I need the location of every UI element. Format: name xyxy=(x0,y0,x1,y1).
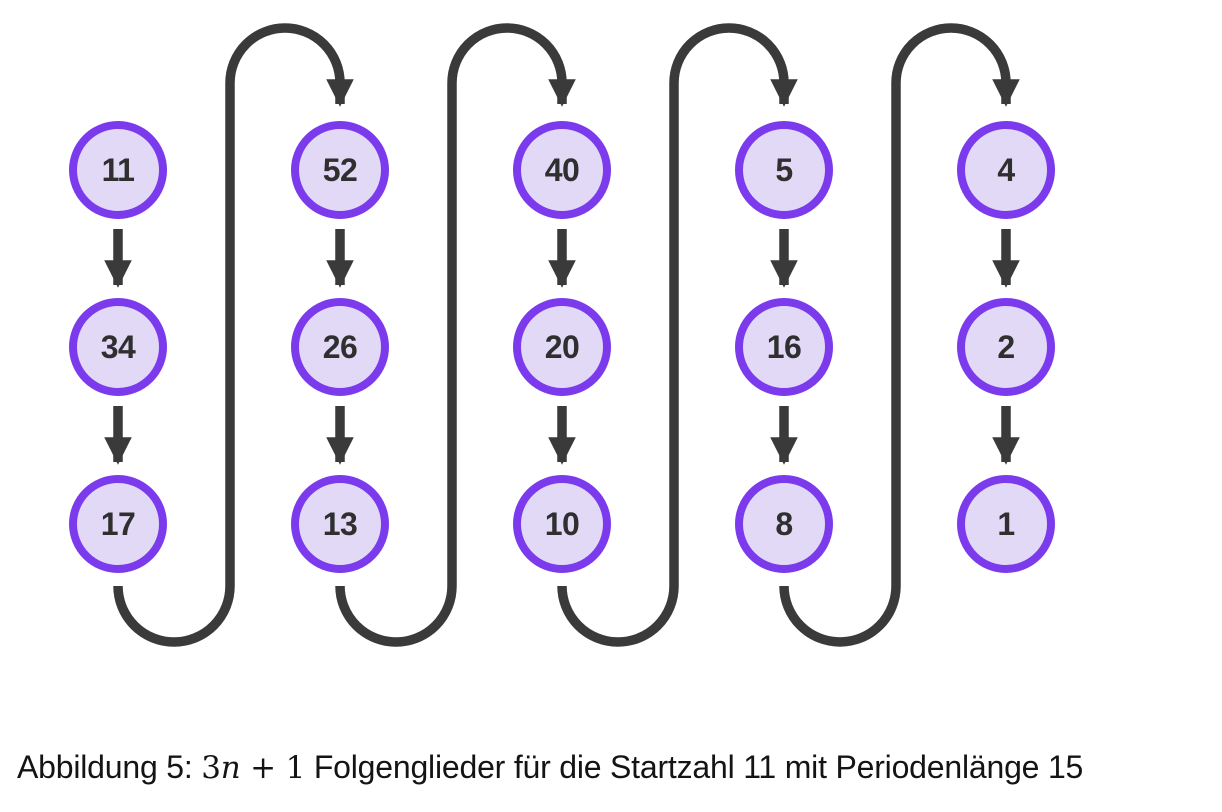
sequence-node: 40 xyxy=(513,121,611,219)
sequence-node: 11 xyxy=(69,121,167,219)
math-variable: n xyxy=(220,750,241,786)
sequence-node: 5 xyxy=(735,121,833,219)
caption-suffix: Folgenglieder für die Startzahl 11 mit P… xyxy=(305,749,1084,785)
sequence-node: 20 xyxy=(513,298,611,396)
caption-prefix: Abbildung 5: xyxy=(17,749,202,785)
sequence-node: 26 xyxy=(291,298,389,396)
sequence-node: 4 xyxy=(957,121,1055,219)
wrap-connector-arrow xyxy=(557,23,798,647)
sequence-node: 52 xyxy=(291,121,389,219)
flow-edges xyxy=(104,23,1020,647)
sequence-node: 1 xyxy=(957,475,1055,573)
math-tail: + 1 xyxy=(240,750,306,786)
sequence-node: 34 xyxy=(69,298,167,396)
figure-caption: Abbildung 5: 3n + 1 Folgenglieder für di… xyxy=(17,749,1083,786)
sequence-node: 2 xyxy=(957,298,1055,396)
wrap-connector-arrow xyxy=(113,23,354,647)
sequence-node: 10 xyxy=(513,475,611,573)
sequence-node: 16 xyxy=(735,298,833,396)
sequence-node: 17 xyxy=(69,475,167,573)
sequence-node: 8 xyxy=(735,475,833,573)
wrap-connector-arrow xyxy=(335,23,576,647)
math-coefficient: 3 xyxy=(201,750,221,786)
caption-math-formula: 3n + 1 xyxy=(201,750,305,786)
wrap-connector-arrow xyxy=(779,23,1020,647)
sequence-node: 13 xyxy=(291,475,389,573)
